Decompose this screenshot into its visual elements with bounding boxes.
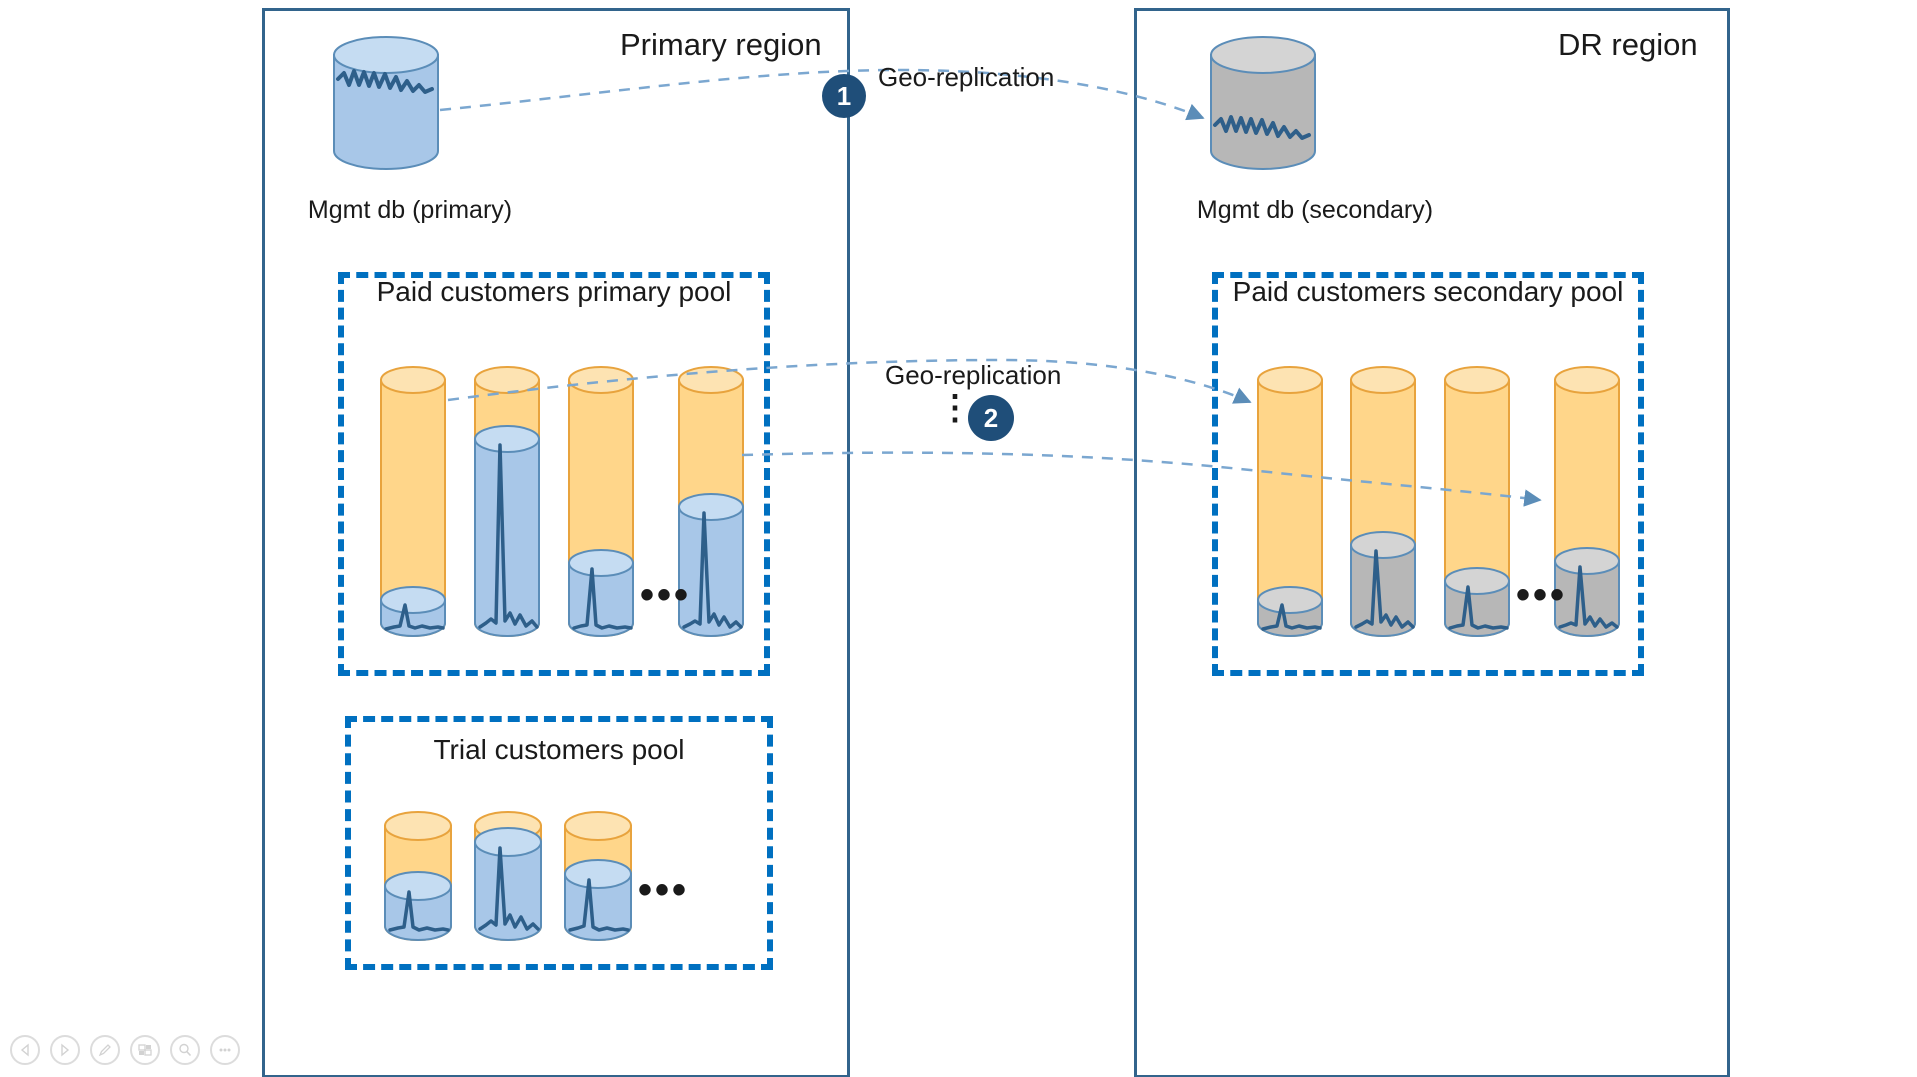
paid-secondary-pool-ellipsis: ••• <box>1516 573 1568 617</box>
ellipsis-icon <box>219 1048 231 1052</box>
mgmt-db-primary-label: Mgmt db (primary) <box>307 196 513 224</box>
primary-region-title: Primary region <box>620 27 822 62</box>
paid-secondary-db-3[interactable] <box>1442 365 1512 641</box>
triangle-left-icon <box>20 1043 29 1057</box>
trial-pool-ellipsis: ••• <box>638 868 690 912</box>
paid-secondary-db-4[interactable] <box>1552 365 1622 641</box>
paid-primary-pool-ellipsis: ••• <box>640 573 692 617</box>
step-badge-1[interactable]: 1 <box>822 74 866 118</box>
mgmt-db-secondary-label: Mgmt db (secondary) <box>1196 196 1434 224</box>
more-options-button[interactable] <box>210 1035 240 1065</box>
mgmt-db-primary-cylinder[interactable] <box>330 33 442 173</box>
pen-button[interactable] <box>90 1035 120 1065</box>
paid-secondary-db-2[interactable] <box>1348 365 1418 641</box>
dr-region-box <box>1134 8 1730 1077</box>
triangle-right-icon <box>61 1043 70 1057</box>
trial-customers-pool-title: Trial customers pool <box>433 734 685 765</box>
paid-primary-db-4[interactable] <box>676 365 746 641</box>
pen-icon <box>98 1044 111 1057</box>
geo-replication-label-2: Geo-replication <box>885 360 1062 390</box>
paid-primary-db-2[interactable] <box>472 365 542 641</box>
previous-slide-button[interactable] <box>10 1035 40 1065</box>
mgmt-db-secondary-cylinder[interactable] <box>1207 33 1319 173</box>
paid-primary-db-1[interactable] <box>378 365 448 641</box>
vertical-dots-indicator: ⋮ <box>938 389 972 427</box>
slide-overview-button[interactable] <box>130 1035 160 1065</box>
magnifier-icon <box>179 1043 192 1057</box>
trial-db-3[interactable] <box>562 810 634 946</box>
presentation-toolbar <box>10 1035 240 1065</box>
paid-customers-primary-pool-title: Paid customers primary pool <box>376 276 732 307</box>
geo-replication-label-1: Geo-replication <box>878 62 1055 92</box>
paid-primary-db-3[interactable] <box>566 365 636 641</box>
paid-customers-secondary-pool-title: Paid customers secondary pool <box>1232 276 1624 307</box>
trial-db-2[interactable] <box>472 810 544 946</box>
next-slide-button[interactable] <box>50 1035 80 1065</box>
zoom-button[interactable] <box>170 1035 200 1065</box>
paid-secondary-db-1[interactable] <box>1255 365 1325 641</box>
primary-region-box <box>262 8 850 1077</box>
grid-icon <box>138 1044 152 1056</box>
dr-region-title: DR region <box>1558 27 1698 62</box>
step-badge-2[interactable]: 2 <box>968 395 1014 441</box>
trial-customers-pool-box <box>345 716 773 970</box>
trial-db-1[interactable] <box>382 810 454 946</box>
